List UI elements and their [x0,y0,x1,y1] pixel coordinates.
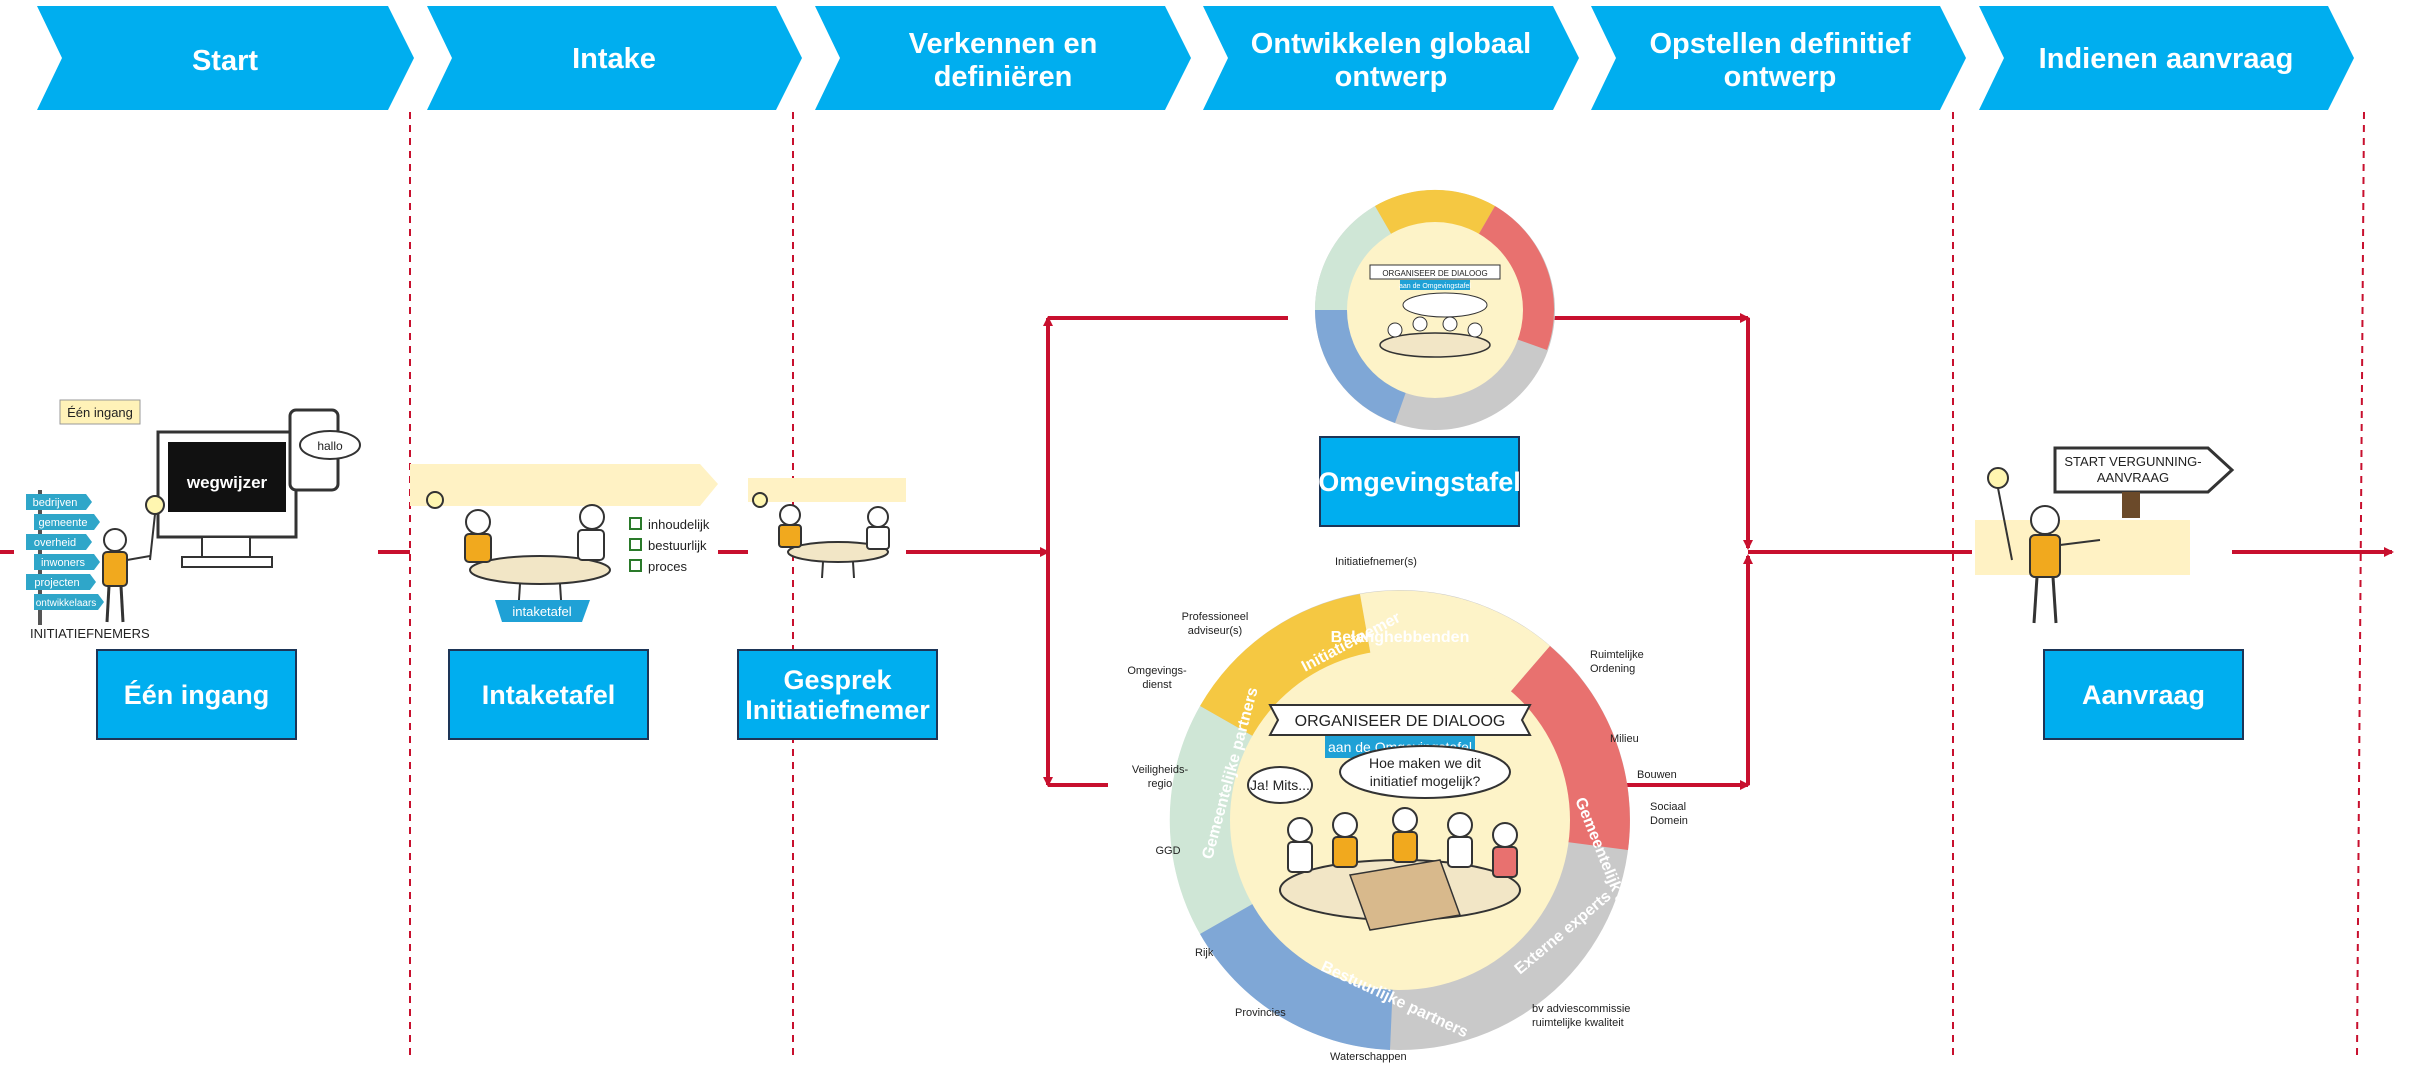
box-gesprek-initiatiefnemer: Gesprek Initiatiefnemer [737,649,938,740]
sign-gemeente: gemeente [39,517,88,529]
phone-hallo-text: hallo [317,439,343,453]
monitor-base [181,556,273,568]
phase-chevron-ontwikkelen: Ontwikkelen globaal ontwerp [1203,6,1579,110]
label-ruimtelijke-2: Ordening [1590,663,1635,675]
label-bouwen: Bouwen [1637,769,1677,781]
bubble-hoe-1: Hoe maken we dit [1369,755,1481,771]
checklist-proces: proces [648,559,688,574]
flow-lines [0,313,2394,790]
sign-overheid: overheid [34,537,76,549]
box-omgevingstafel-label: Omgevingstafel [1318,466,1521,497]
omgevingstafel-wheel-small: ORGANISEER DE DIALOOG aan de Omgevingsta… [1315,189,1555,430]
label-bv-2: ruimtelijke kwaliteit [1532,1017,1624,1029]
phase-chevron-start: Start [37,6,414,110]
small-wheel-banner: ORGANISEER DE DIALOOG [1382,269,1487,278]
small-wheel-subbanner: aan de Omgevingstafel [1399,283,1471,290]
label-veiligheidsregio-2: regio [1148,778,1172,790]
box-aanvraag-label: Aanvraag [2081,679,2206,710]
start-vergunning-sign [2053,446,2235,494]
box-een-ingang-label: Één ingang [123,679,270,710]
label-rijk: Rijk [1195,947,1214,959]
label-sociaal-1: Sociaal [1650,801,1686,813]
box-intaketafel: Intaketafel [448,649,649,740]
phase-chevron-intake: Intake [427,6,802,110]
phase-chevron-opstellen: Opstellen definitief ontwerp [1591,6,1966,110]
aanvraag-illustration: START VERGUNNING- AANVRAAG [1975,446,2235,624]
label-bv-1: bv adviescommissie [1532,1003,1630,1015]
label-initiatiefnemers: Initiatiefnemer(s) [1335,556,1417,568]
box-intaketafel-label: Intaketafel [481,679,616,710]
bubble-ja-mits: Ja! Mits... [1250,777,1310,793]
phase-label-indienen: Indienen aanvraag [2039,43,2294,75]
omgevingstafel-wheel-large: Initiatiefnemer Belanghebbenden Gemeente… [1127,556,1688,1063]
box-gesprek-label-2: Initiatiefnemer [745,694,930,725]
speech-bubble-hallo [299,430,361,460]
phase-label-ontwikkelen-2: ontwerp [1335,61,1448,93]
bubble-hoe-2: initiatief mogelijk? [1370,773,1481,789]
phase-dividers [409,111,2365,1056]
label-provincies: Provincies [1235,1007,1286,1019]
intaketafel-banner-text: intaketafel [512,604,571,619]
start-illustration: Één ingang wegwijzer hallo bedrijven gem… [26,399,361,641]
monitor-screen-text: wegwijzer [186,473,268,492]
intaketafel-banner [495,600,590,622]
label-omgevingsdienst-1: Omgevings- [1127,665,1187,677]
sign-bedrijven: bedrijven [33,497,78,509]
phase-label-opstellen-1: Opstellen definitief [1649,28,1910,60]
phase-chevron-indienen: Indienen aanvraag [1979,6,2354,110]
label-omgevingsdienst-2: dienst [1142,679,1171,691]
sign-line-1: START VERGUNNING- [2064,454,2201,469]
intake-illustration: intaketafel inhoudelijk bestuurlijk proc… [410,464,718,622]
monitor-stand [201,536,251,558]
phase-label-opstellen-2: ontwerp [1724,61,1837,93]
sign-inwoners: inwoners [41,557,86,569]
label-milieu: Milieu [1610,733,1639,745]
divider-4 [2356,111,2365,1056]
initiatiefnemer-figure [102,495,165,623]
box-een-ingang: Één ingang [96,649,297,740]
label-ruimtelijke-1: Ruimtelijke [1590,649,1644,661]
phase-label-intake: Intake [572,43,656,75]
label-sociaal-2: Domein [1650,815,1688,827]
label-professioneel-1: Professioneel [1182,611,1249,623]
phase-label-verkennen-1: Verkennen en [909,28,1098,60]
sign-line-2: AANVRAAG [2097,470,2169,485]
phase-label-verkennen-2: definiëren [934,61,1073,93]
segment-belanghebbenden: Belanghebbenden [1331,629,1470,646]
een-ingang-tag-text: Één ingang [67,405,133,420]
large-wheel-banner: ORGANISEER DE DIALOOG [1295,713,1506,730]
gesprek-illustration [748,478,906,579]
phase-chevron-verkennen: Verkennen en definiëren [815,6,1191,110]
phase-label-start: Start [192,45,258,77]
monitor-screen [168,442,286,512]
label-professioneel-2: adviseur(s) [1188,625,1242,637]
sign-projecten: projecten [34,577,79,589]
checklist-bestuurlijk: bestuurlijk [648,538,707,553]
sign-ontwikkelaars: ontwikkelaars [36,598,97,609]
box-omgevingstafel: Omgevingstafel [1318,436,1521,527]
intake-table [469,555,611,585]
box-aanvraag: Aanvraag [2043,649,2244,740]
label-ggd: GGD [1155,845,1180,857]
phase-label-ontwikkelen-1: Ontwikkelen globaal [1251,28,1531,60]
label-waterschappen: Waterschappen [1330,1051,1407,1063]
een-ingang-tag [59,399,141,425]
checklist-inhoudelijk: inhoudelijk [648,517,710,532]
label-veiligheidsregio-1: Veiligheids- [1132,764,1189,776]
box-gesprek-label-1: Gesprek [783,664,892,695]
initiatiefnemers-caption: INITIATIEFNEMERS [30,626,150,641]
